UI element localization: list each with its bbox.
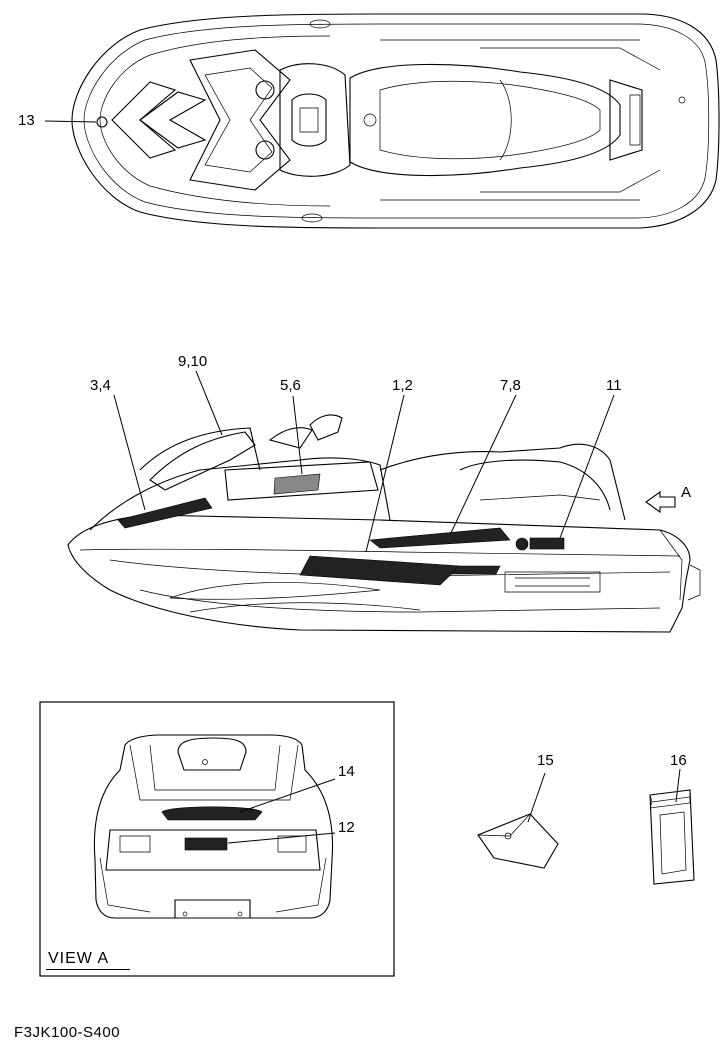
view-a-arrow	[645, 490, 676, 514]
callout-7-8: 7,8	[500, 377, 521, 394]
callout-3-4: 3,4	[90, 377, 111, 394]
decal-5-6	[273, 473, 321, 495]
side-view-watercraft	[67, 370, 701, 633]
callout-5-6: 5,6	[280, 377, 301, 394]
view-a-underline	[46, 969, 130, 970]
callout-a: A	[681, 484, 692, 501]
view-a-label: VIEW A	[48, 950, 110, 967]
decal-3-4	[117, 497, 213, 529]
callout-15: 15	[537, 752, 554, 769]
item-16-card	[649, 768, 695, 885]
decal-11	[529, 537, 565, 550]
callout-13: 13	[18, 112, 35, 129]
decal-7-8	[369, 527, 511, 549]
decal-14	[161, 806, 263, 821]
part-code: F3JK100-S400	[14, 1024, 121, 1041]
callout-16: 16	[670, 752, 687, 769]
rear-view-watercraft	[93, 734, 336, 919]
item-15-pouch	[477, 772, 559, 869]
callout-12: 12	[338, 819, 355, 836]
callout-11: 11	[606, 377, 622, 394]
decal-1-2	[299, 555, 461, 586]
top-view-watercraft	[44, 13, 720, 229]
cap-decal-13	[96, 116, 108, 128]
callout-14: 14	[338, 763, 355, 780]
callout-9-10: 9,10	[178, 353, 208, 370]
view-a-frame	[39, 701, 395, 977]
decal-12	[184, 837, 228, 851]
callout-1-2: 1,2	[392, 377, 413, 394]
